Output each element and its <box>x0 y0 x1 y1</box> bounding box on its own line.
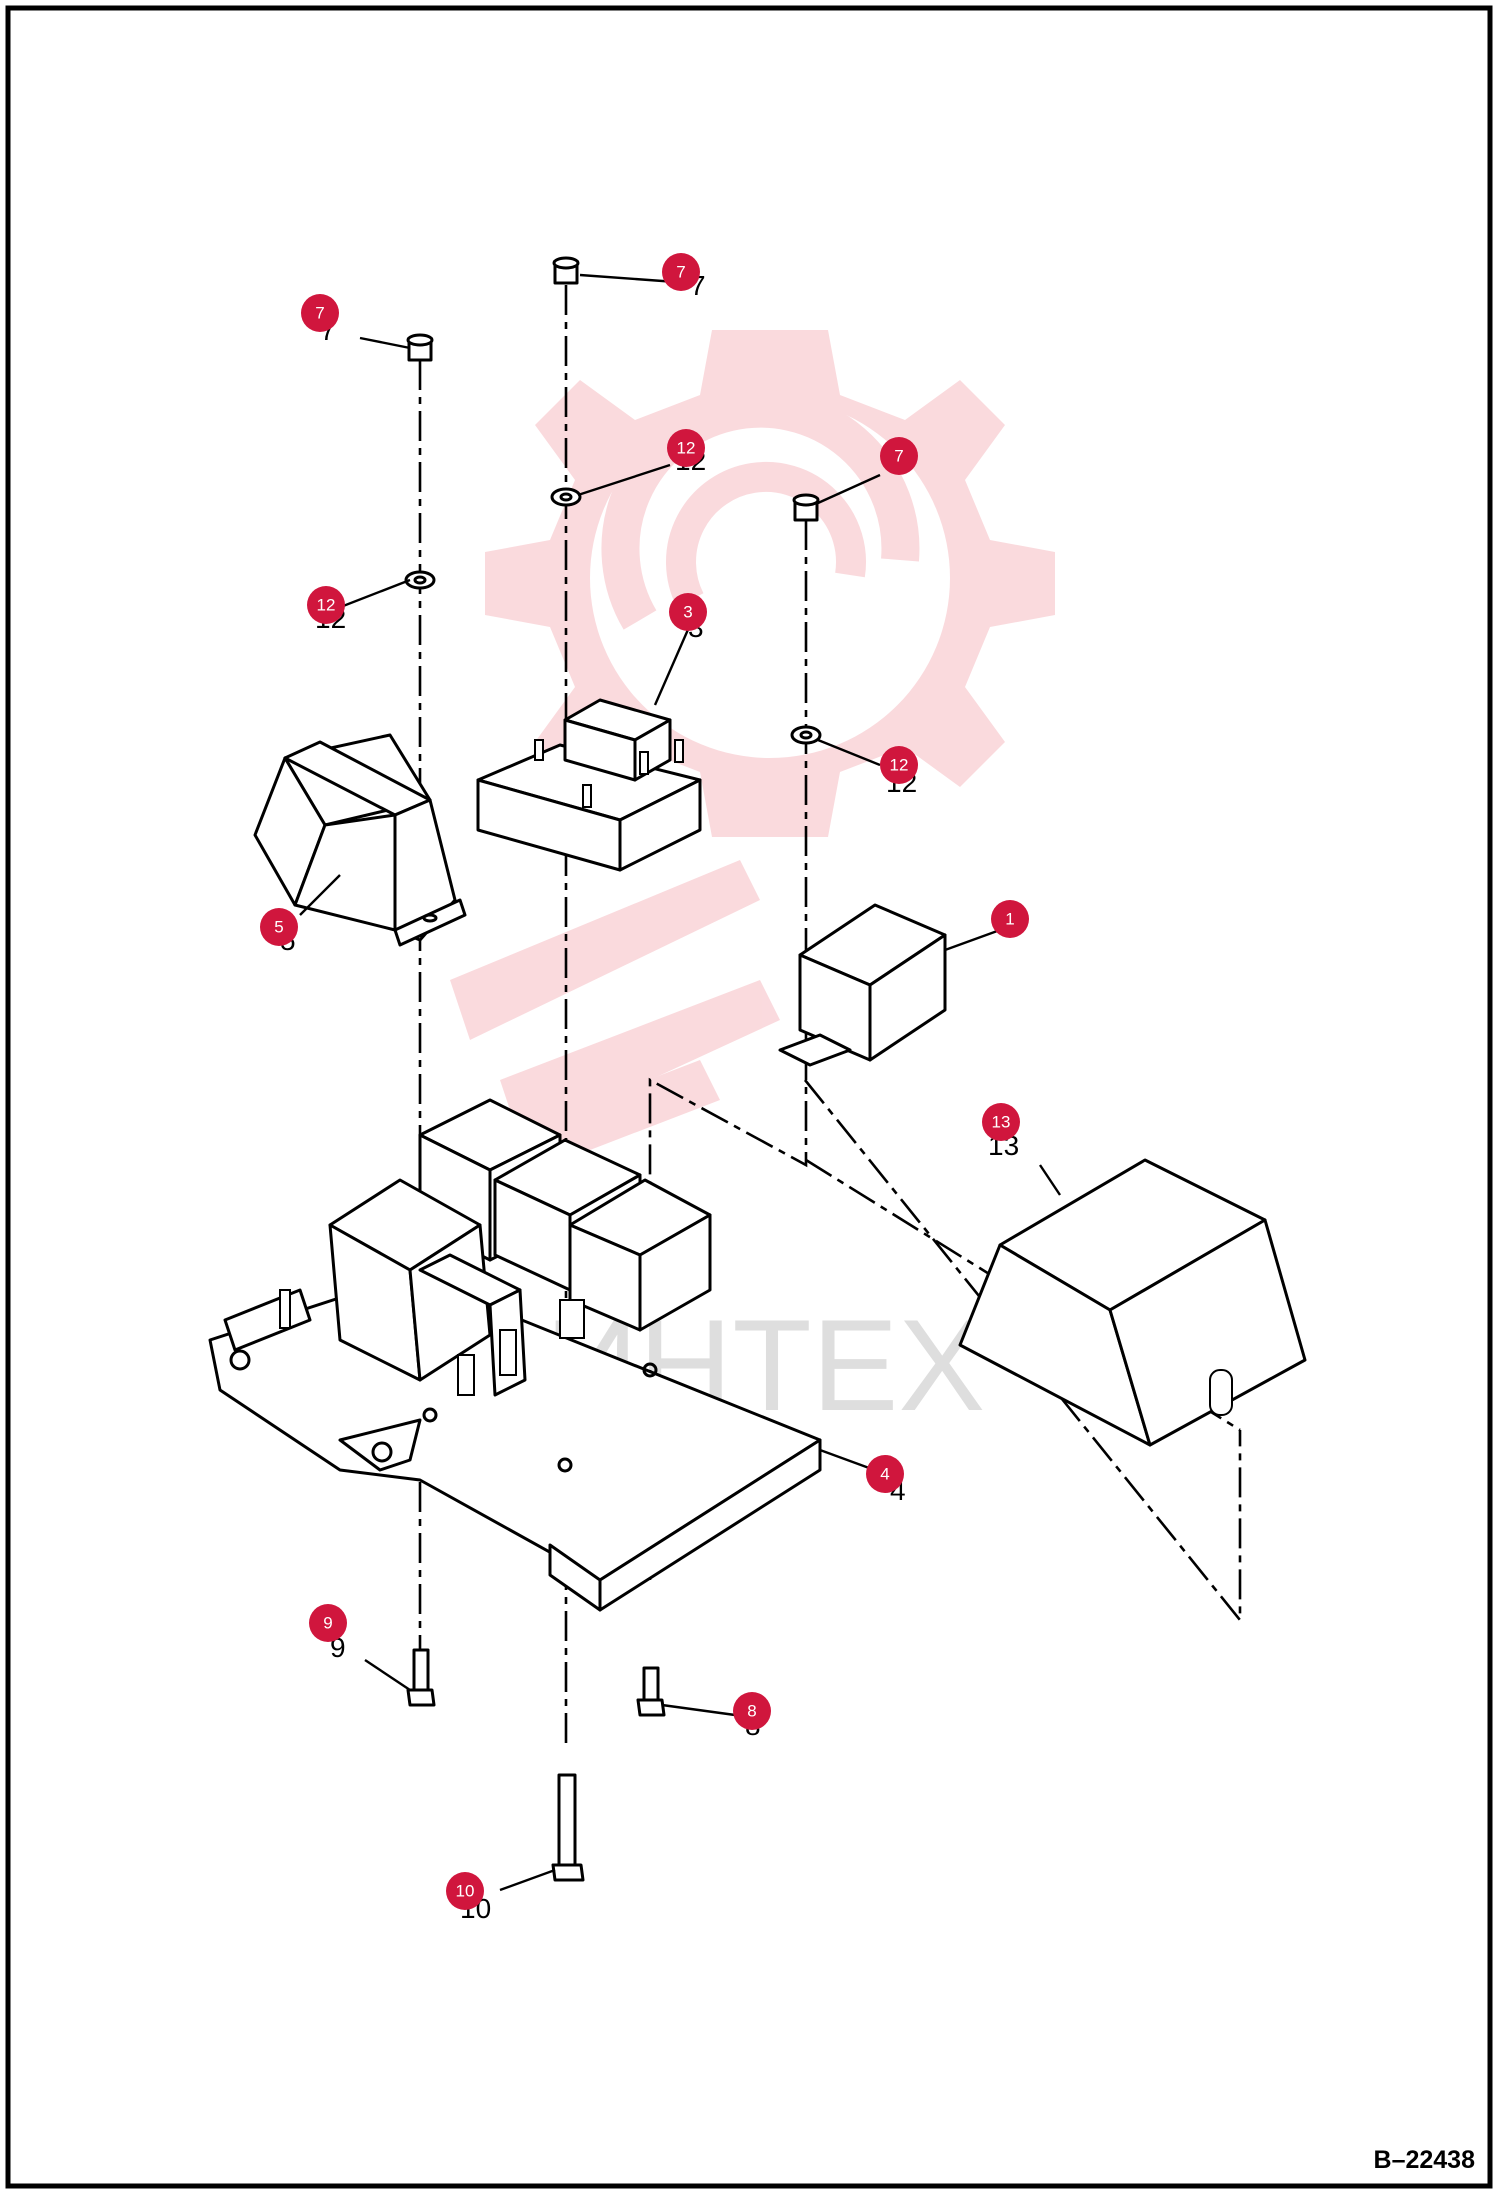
svg-text:12: 12 <box>890 756 909 775</box>
svg-text:1: 1 <box>1005 910 1014 929</box>
cover-part-13 <box>958 1158 1307 1447</box>
svg-text:12: 12 <box>317 596 336 615</box>
callout-10[interactable]: 10 <box>446 1872 484 1910</box>
callout-7[interactable]: 7 <box>662 253 700 291</box>
drawing-number: B–22438 <box>1374 2146 1476 2174</box>
callout-12[interactable]: 12 <box>307 586 345 624</box>
mounting-plate-part-4 <box>208 1098 822 1612</box>
svg-text:7: 7 <box>315 304 324 323</box>
page-frame <box>5 5 1493 2189</box>
svg-text:7: 7 <box>894 447 903 466</box>
nut-part-7 <box>406 256 820 522</box>
callout-9[interactable]: 9 <box>309 1604 347 1642</box>
callout-5[interactable]: 5 <box>260 908 298 946</box>
relay-part-5 <box>253 733 467 947</box>
svg-text:7: 7 <box>676 263 685 282</box>
svg-text:5: 5 <box>274 918 283 937</box>
callout-12[interactable]: 12 <box>880 746 918 784</box>
callout-4[interactable]: 4 <box>866 1455 904 1493</box>
bolt-part-9 <box>406 1648 436 1707</box>
svg-text:3: 3 <box>683 603 692 622</box>
callout-7[interactable]: 7 <box>880 437 918 475</box>
callout-7[interactable]: 7 <box>301 294 339 332</box>
callouts: 7 7 7 12 12 12 3 5 1 13 4 9 8 10 <box>260 253 1029 1910</box>
svg-text:9: 9 <box>323 1614 332 1633</box>
callout-12[interactable]: 12 <box>667 429 705 467</box>
callout-13[interactable]: 13 <box>982 1103 1020 1141</box>
watermark-logo <box>440 330 1055 1200</box>
svg-text:13: 13 <box>992 1113 1011 1132</box>
svg-text:4: 4 <box>880 1465 889 1484</box>
bolt-part-8 <box>636 1666 666 1717</box>
svg-text:10: 10 <box>456 1882 475 1901</box>
callout-3[interactable]: 3 <box>669 593 707 631</box>
callout-8[interactable]: 8 <box>733 1692 771 1730</box>
flasher-part-3 <box>476 698 702 872</box>
washer-part-12 <box>404 487 822 745</box>
callout-1[interactable]: 1 <box>991 900 1029 938</box>
svg-text:12: 12 <box>677 439 696 458</box>
svg-text:8: 8 <box>747 1702 756 1721</box>
bolt-part-10 <box>551 1773 585 1882</box>
relay-part-1 <box>778 903 947 1067</box>
